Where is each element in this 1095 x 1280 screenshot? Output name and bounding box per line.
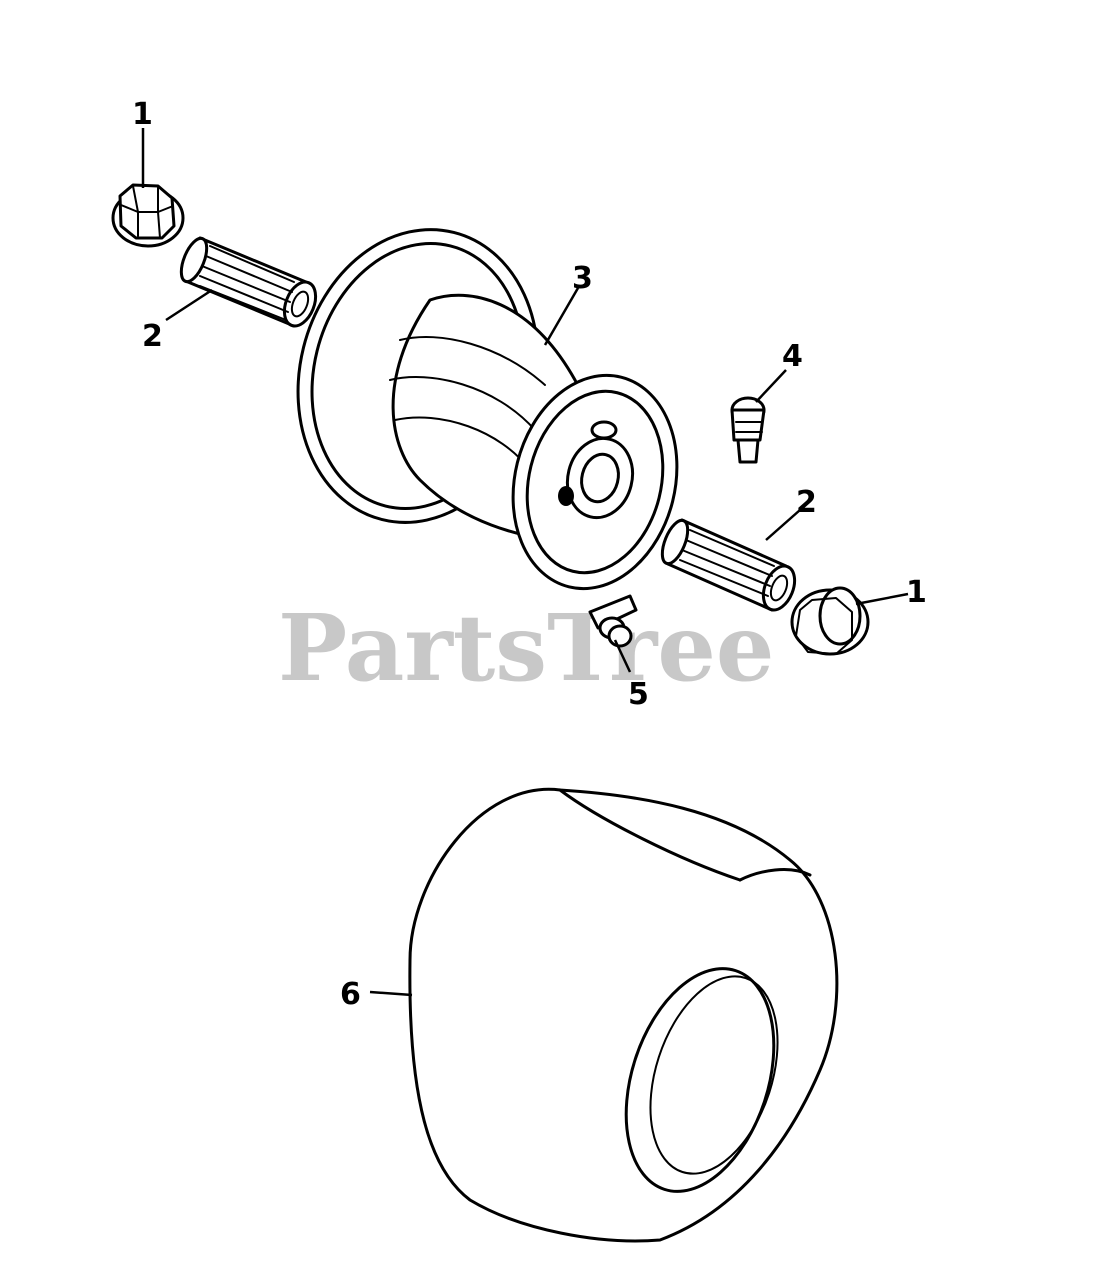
flange-nut-top[interactable] [111,183,185,248]
wheel-rim[interactable] [268,204,699,606]
bearing-top[interactable] [176,235,321,331]
callout-2-top: 2 [142,319,163,354]
tire[interactable] [408,787,839,1243]
watermark: PartsTree [278,594,774,702]
callout-3: 3 [572,261,593,296]
callout-6: 6 [340,977,361,1012]
valve-stem[interactable] [730,396,766,464]
callout-1-bottom: 1 [906,575,927,610]
callout-2-bottom: 2 [796,485,817,520]
bearing-bottom[interactable] [657,517,800,615]
callout-1-top: 1 [132,97,153,132]
callout-5: 5 [628,677,649,712]
callout-4: 4 [782,339,803,374]
leader-lines [141,128,909,997]
flange-nut-bottom[interactable] [790,586,870,656]
